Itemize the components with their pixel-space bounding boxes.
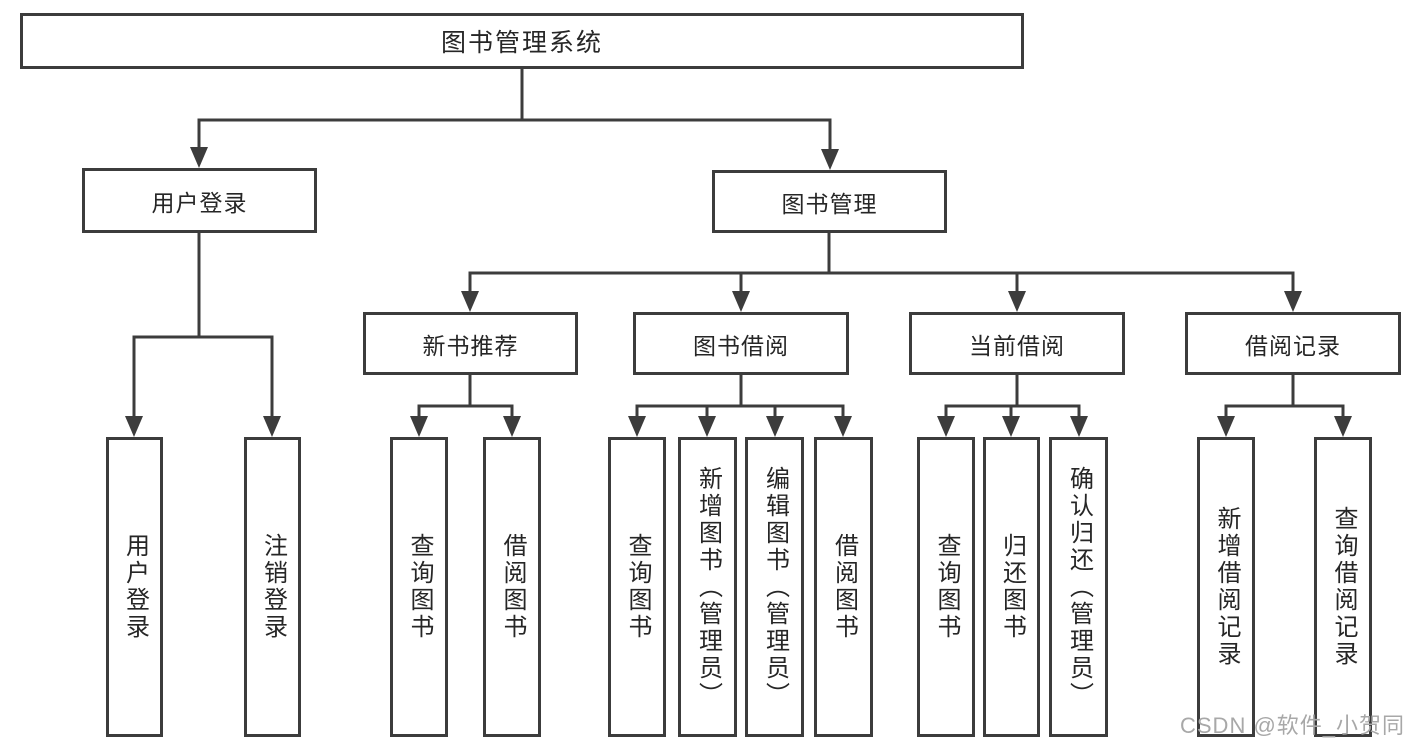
- connector-borrow-records-split: [1224, 373, 1345, 419]
- leaf-logout: 注销登录: [244, 437, 301, 737]
- arrow-down-icon: [503, 416, 521, 437]
- arrow-down-icon: [1284, 291, 1302, 312]
- leaf-add-books-admin: 新增图书（管理员）: [678, 437, 737, 737]
- leaf-confirm-return-admin: 确认归还（管理员）: [1049, 437, 1108, 737]
- connector-current-borrow-split: [944, 373, 1081, 419]
- connector-book-borrow-split: [635, 373, 845, 419]
- leaf-query-books-borrow: 查询图书: [608, 437, 666, 737]
- leaf-borrow-books: 借阅图书: [814, 437, 873, 737]
- connector-user-login-split: [132, 231, 274, 419]
- arrow-down-icon: [698, 416, 716, 437]
- leaf-query-books-recommend: 查询图书: [390, 437, 448, 737]
- leaf-add-borrow-record: 新增借阅记录: [1197, 437, 1255, 737]
- arrow-down-icon: [263, 416, 281, 437]
- arrow-down-icon: [628, 416, 646, 437]
- arrowheads: [125, 147, 1352, 437]
- arrow-down-icon: [821, 149, 839, 170]
- node-book-borrow: 图书借阅: [633, 312, 849, 375]
- arrow-down-icon: [1217, 416, 1235, 437]
- node-library-management-system: 图书管理系统: [20, 13, 1024, 69]
- arrow-down-icon: [834, 416, 852, 437]
- leaf-edit-books-admin: 编辑图书（管理员）: [745, 437, 804, 737]
- csdn-watermark: CSDN @软件_小贺同学: [1180, 713, 1405, 738]
- arrow-down-icon: [1002, 416, 1020, 437]
- arrow-down-icon: [732, 291, 750, 312]
- node-borrow-records: 借阅记录: [1185, 312, 1401, 375]
- leaf-user-login: 用户登录: [106, 437, 163, 737]
- leaf-borrow-books-recommend: 借阅图书: [483, 437, 541, 737]
- node-book-management: 图书管理: [712, 170, 947, 233]
- arrow-down-icon: [1070, 416, 1088, 437]
- leaf-query-borrow-record: 查询借阅记录: [1314, 437, 1372, 737]
- arrow-down-icon: [461, 291, 479, 312]
- arrow-down-icon: [190, 147, 208, 168]
- arrow-down-icon: [766, 416, 784, 437]
- arrow-down-icon: [125, 416, 143, 437]
- leaf-return-books: 归还图书: [983, 437, 1040, 737]
- node-user-login: 用户登录: [82, 168, 317, 233]
- arrow-down-icon: [937, 416, 955, 437]
- connector-book-mgmt-to-level3: [468, 231, 1295, 294]
- connector-root-to-level2: [197, 67, 832, 152]
- arrow-down-icon: [1334, 416, 1352, 437]
- node-new-book-recommend: 新书推荐: [363, 312, 578, 375]
- arrow-down-icon: [1008, 291, 1026, 312]
- connector-new-book-split: [417, 373, 514, 419]
- node-current-borrow: 当前借阅: [909, 312, 1125, 375]
- leaf-query-books-current: 查询图书: [917, 437, 975, 737]
- arrow-down-icon: [410, 416, 428, 437]
